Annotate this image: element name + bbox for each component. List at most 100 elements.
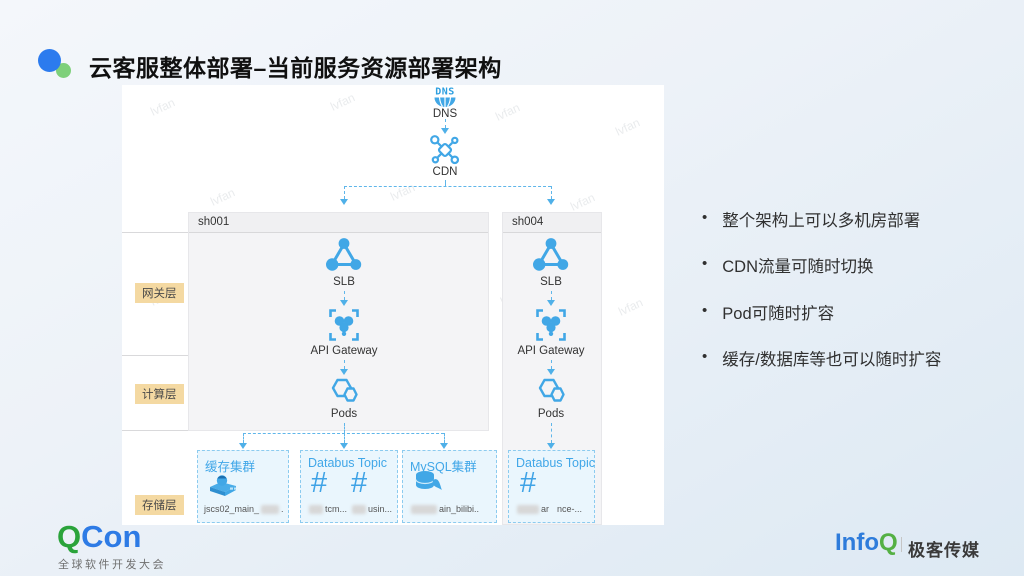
layer-badge-gateway: 网关层 xyxy=(135,283,184,303)
hash-icon: # xyxy=(520,467,537,499)
connector xyxy=(243,433,244,443)
footer-divider xyxy=(901,537,902,552)
region-sh004-header: sh004 xyxy=(503,213,601,233)
title-dot-green-icon xyxy=(56,63,71,78)
redacted-blur xyxy=(261,504,280,514)
bullet-dot: • xyxy=(702,302,708,319)
slb-label: SLB xyxy=(333,276,355,288)
bullet-dot: • xyxy=(702,348,708,365)
hash-icon: # xyxy=(311,467,328,499)
storage-name-text: jscs02_main_ xyxy=(204,504,260,514)
redacted-blur xyxy=(352,504,366,514)
page-title: 云客服整体部署–当前服务资源部署架构 xyxy=(89,55,502,81)
connector xyxy=(551,360,552,369)
slb-label: SLB xyxy=(540,276,562,288)
layer-badge-storage: 存储层 xyxy=(135,495,184,515)
storage-title: MySQL集群 xyxy=(410,460,477,474)
connector xyxy=(551,291,552,300)
cdn-icon xyxy=(428,133,462,172)
storage-name-text: tcm... xyxy=(325,504,347,514)
bullet-dot: • xyxy=(702,209,708,226)
redacted-blur xyxy=(309,504,323,514)
storage-cache-cluster: 缓存集群 jscs02_main_. xyxy=(197,450,289,523)
connector xyxy=(444,433,445,443)
hash-icon: # xyxy=(351,467,368,499)
storage-name-text: usin... xyxy=(368,504,393,514)
storage-databus-topic: Databus Topic # # tcm... usin... xyxy=(300,450,398,523)
pods-icon xyxy=(327,375,361,412)
dns-icon: DNS xyxy=(430,85,460,114)
connector-arrow xyxy=(547,199,555,205)
qcon-logo-q: Q xyxy=(57,519,82,554)
storage-name-text: ar xyxy=(541,504,550,514)
slb-icon xyxy=(532,236,570,277)
api-gateway-label: API Gateway xyxy=(517,345,585,357)
connector xyxy=(344,360,345,369)
infoq-media-label: 极客传媒 xyxy=(908,541,980,560)
storage-name-text: . xyxy=(281,504,284,514)
storage-title: Databus Topic xyxy=(516,456,595,470)
storage-name: jscs02_main_. xyxy=(204,504,284,514)
connector xyxy=(445,119,446,128)
connector xyxy=(344,291,345,300)
infoq-logo: InfoQ xyxy=(835,531,898,555)
bullet-item: • Pod可随时扩容 xyxy=(702,300,1012,324)
connector xyxy=(344,433,345,443)
layer-divider xyxy=(122,355,188,356)
bullet-item: • CDN流量可随时切换 xyxy=(702,253,1012,277)
api-gateway-label: API Gateway xyxy=(310,345,378,357)
cdn-label: CDN xyxy=(432,166,458,178)
connector-arrow xyxy=(547,443,555,449)
storage-name: ain_bilibi.. xyxy=(409,504,479,514)
bullet-dot: • xyxy=(702,255,708,272)
connector xyxy=(551,423,552,443)
connector xyxy=(551,186,552,199)
connector-arrow xyxy=(340,443,348,449)
bullet-text: 缓存/数据库等也可以随时扩容 xyxy=(722,351,942,369)
storage-databus-topic: Databus Topic # ar nce-... xyxy=(508,450,595,523)
svg-text:DNS: DNS xyxy=(435,87,455,98)
region-sh001-header: sh001 xyxy=(189,213,488,233)
storage-title: 缓存集群 xyxy=(205,460,256,474)
api-gateway-icon xyxy=(326,307,362,348)
connector-arrow xyxy=(547,369,555,375)
connector-arrow xyxy=(440,443,448,449)
bullet-text: 整个架构上可以多机房部署 xyxy=(722,212,921,230)
layer-divider xyxy=(122,232,188,233)
pods-icon xyxy=(534,375,568,412)
qcon-subtitle: 全球软件开发大会 xyxy=(58,559,166,571)
connector-arrow xyxy=(547,300,555,306)
storage-title: Databus Topic xyxy=(308,456,387,470)
storage-name-text: ain_bilibi.. xyxy=(439,504,480,514)
qcon-logo: QCon xyxy=(57,521,141,552)
layer-divider xyxy=(122,430,188,431)
bullet-text: CDN流量可随时切换 xyxy=(722,258,874,276)
connector xyxy=(344,186,551,187)
bullet-text: Pod可随时扩容 xyxy=(722,305,835,323)
infoq-logo-q: Q xyxy=(878,529,898,556)
pods-label: Pods xyxy=(537,408,565,420)
storage-name: tcm... usin... xyxy=(307,504,392,514)
storage-name: ar nce-... xyxy=(515,504,582,514)
connector xyxy=(344,423,345,433)
connector-arrow xyxy=(441,128,449,134)
pods-label: Pods xyxy=(330,408,358,420)
connector-arrow xyxy=(340,300,348,306)
storage-mysql-cluster: MySQL集群 ain_bilibi.. xyxy=(402,450,497,523)
cache-icon xyxy=(207,472,239,505)
storage-name-text: nce-... xyxy=(557,504,583,514)
api-gateway-icon xyxy=(533,307,569,348)
connector xyxy=(445,180,446,186)
infoq-logo-info: Info xyxy=(835,529,879,556)
layer-badge-compute: 计算层 xyxy=(135,384,184,404)
title-dot-blue-icon xyxy=(38,49,61,72)
bullet-item: • 整个架构上可以多机房部署 xyxy=(702,207,1012,231)
redacted-blur xyxy=(411,504,437,514)
qcon-logo-con: Con xyxy=(81,519,142,554)
connector xyxy=(344,186,345,199)
slb-icon xyxy=(325,236,363,277)
redacted-blur xyxy=(517,504,539,514)
dns-label: DNS xyxy=(432,108,458,120)
mysql-icon xyxy=(413,468,445,503)
